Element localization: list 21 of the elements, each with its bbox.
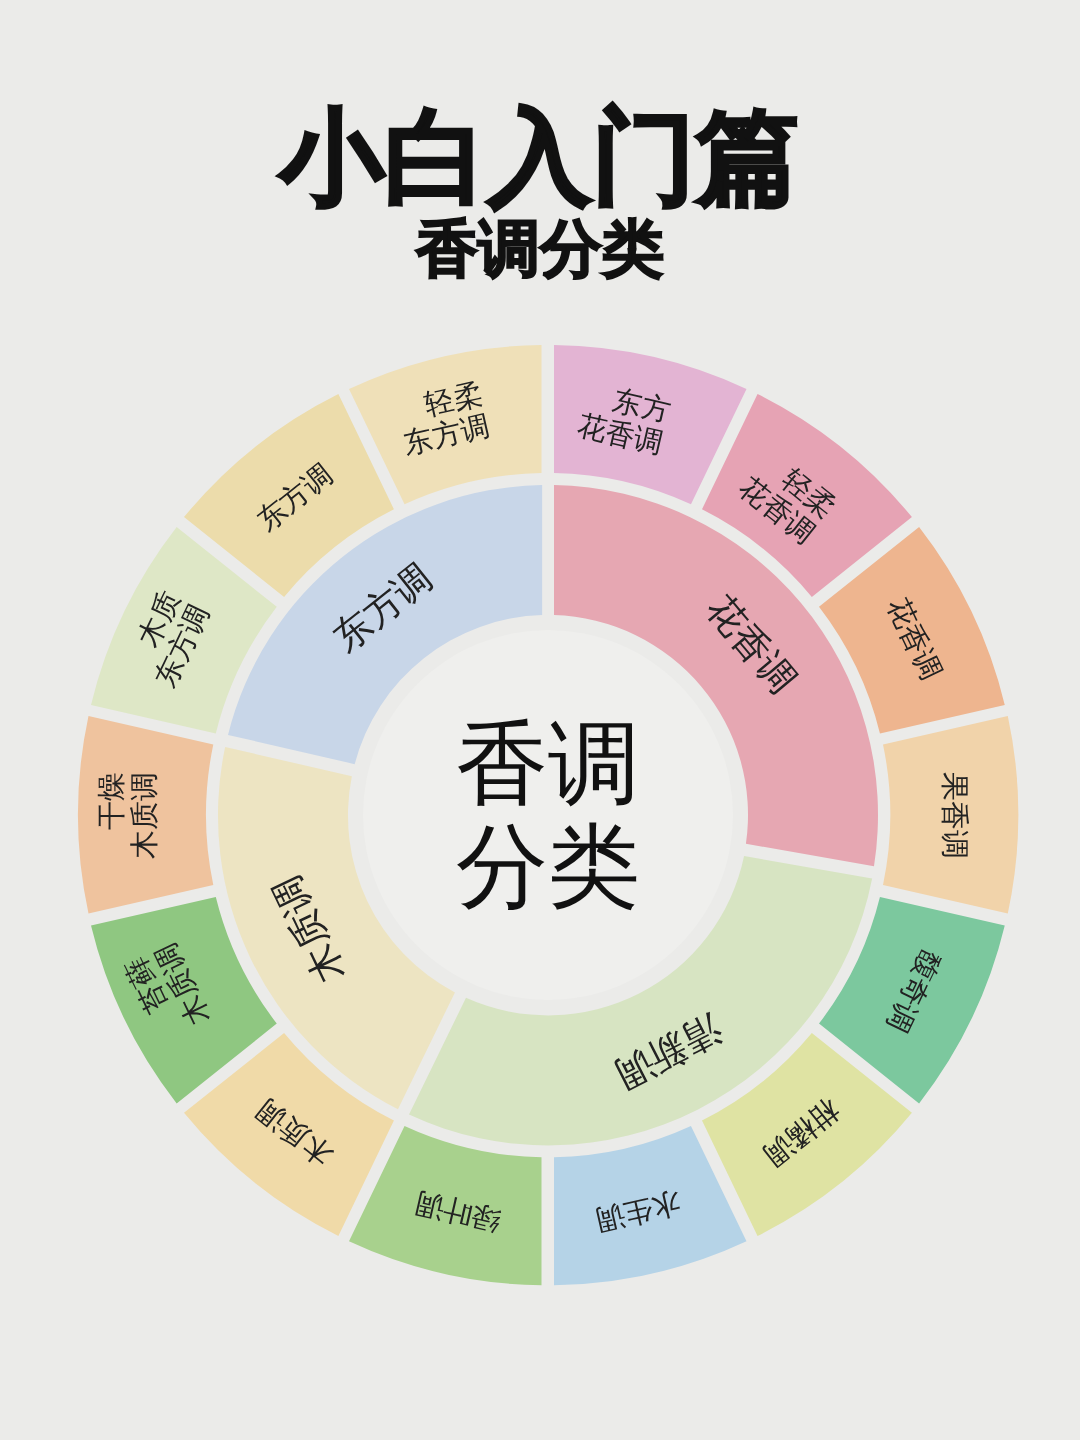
subtitle: 香调分类 [414,215,665,284]
segment-label: 绿叶调 [411,1184,504,1237]
segment-label: 干燥木质调 [94,770,161,860]
segment-label: 花香调 [879,592,948,686]
segment-label: 东方花香调 [573,381,675,462]
segment-label: 木质东方调 [129,584,217,694]
segment-label: 苔藓木质调 [118,936,217,1033]
segment-label: 馥奇调 [879,944,948,1038]
segment-label: 木质调 [264,868,354,990]
center-label: 香调分类 [455,711,641,919]
segment-label: 水生调 [592,1184,685,1237]
segment-label: 东方调 [324,555,442,661]
segment-label: 花香调 [697,586,805,703]
segment-label: 轻柔花香调 [731,460,842,552]
title: 小白入门篇 [277,100,801,215]
segment-label: 柑橘调 [756,1092,846,1173]
segment-label: 木质调 [250,1092,340,1173]
segment-label: 清新调 [607,1005,729,1097]
segment-label: 东方调 [250,457,340,538]
segment-label: 轻柔东方调 [399,376,494,462]
segment-label: 果香调 [937,771,971,859]
